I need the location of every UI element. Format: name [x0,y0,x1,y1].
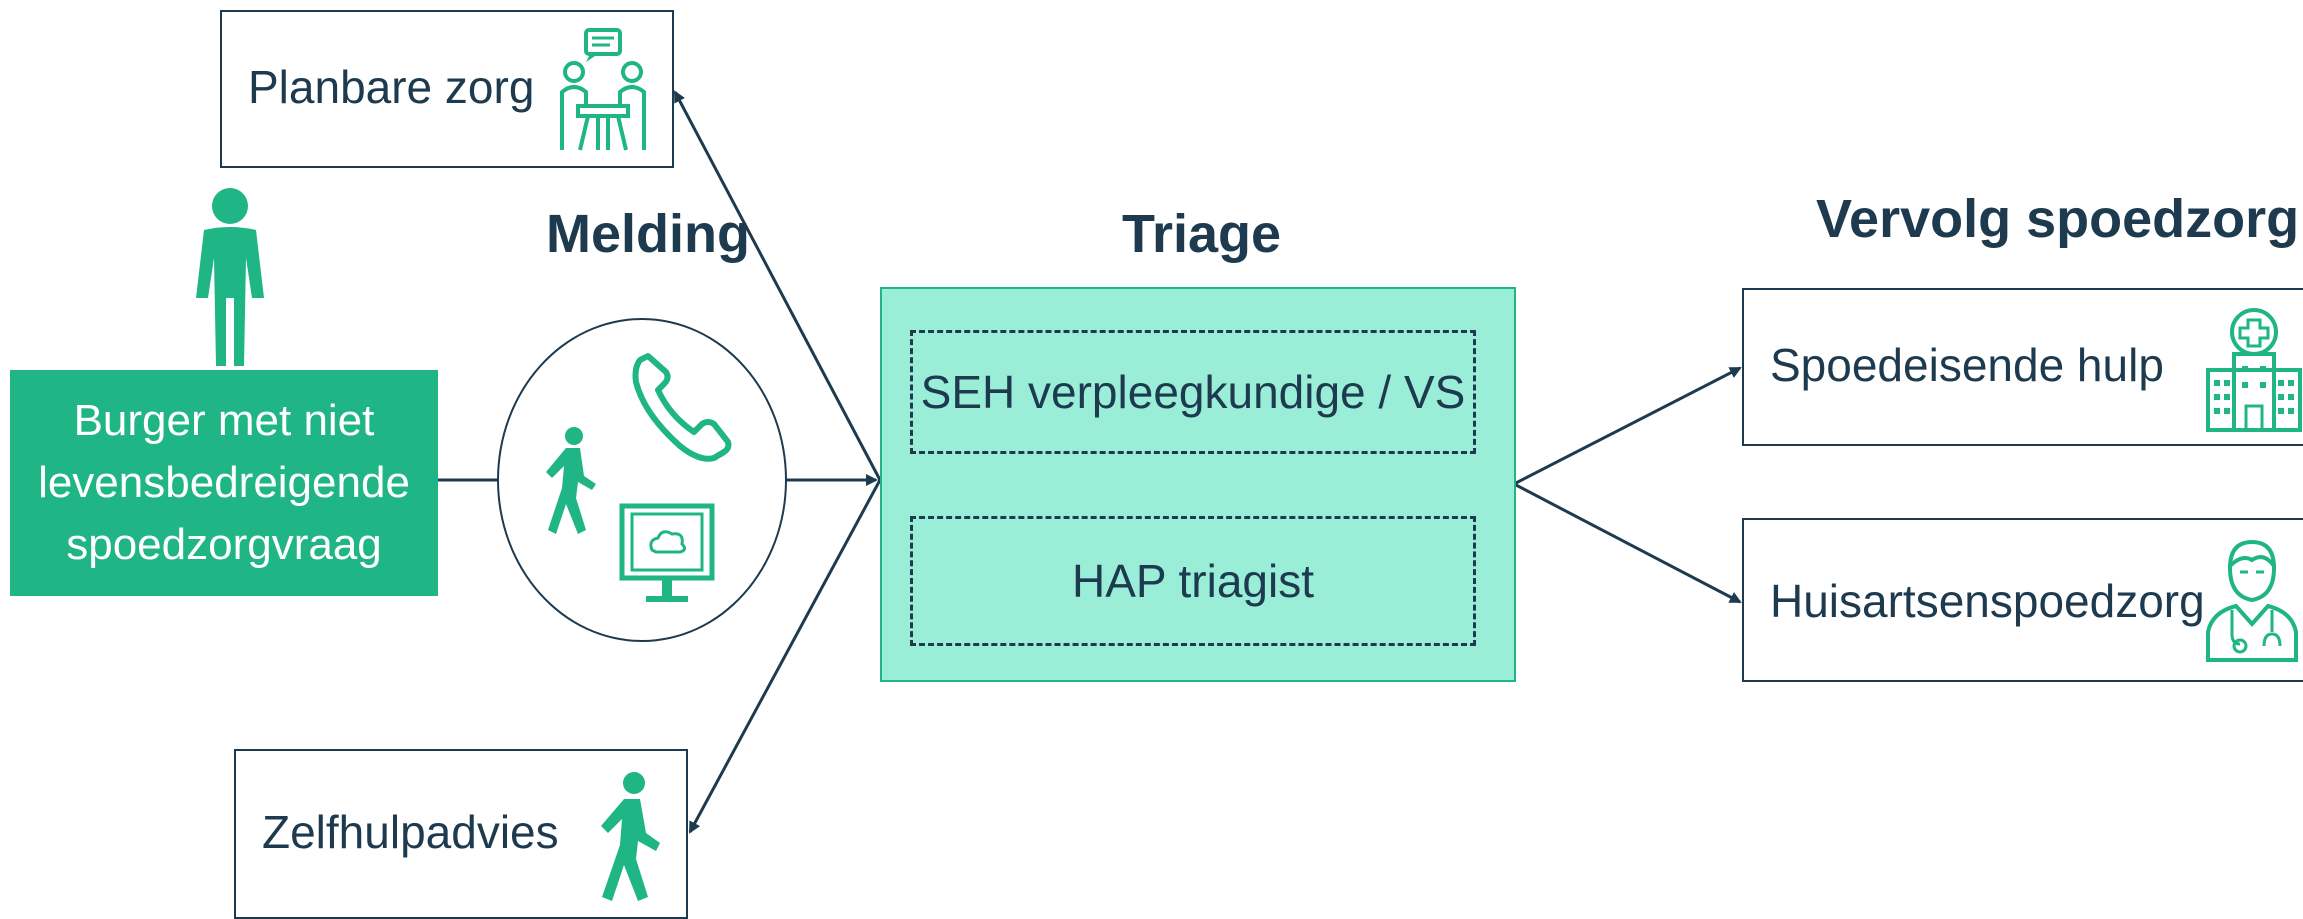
citizen-line-3: spoedzorgvraag [66,520,382,569]
triage-to-seh-arrow [1513,366,1742,486]
outcome-zelfhulp-label: Zelfhulpadvies [262,806,559,858]
outcome-zelfhulpadvies: Zelfhulpadvies [234,749,688,919]
triage-to-huisarts-arrow [1513,482,1742,604]
citizen-line-1: Burger met niet [73,396,375,445]
heading-triage: Triage [1122,204,1282,264]
outcome-planbare-zorg: Planbare zorg [220,10,674,168]
walking-person-icon [546,427,596,534]
walking-person-icon [601,772,660,901]
outcome-seh-label: Spoedeisende hulp [1770,339,2164,391]
melding-circle [497,318,787,642]
hospital-icon [2206,308,2302,432]
outcome-huisarts-label: Huisartsenspoedzorg [1770,575,2205,627]
citizen-line-2: levensbedreigende [38,458,410,507]
outcome-huisartsenspoedzorg: Huisartsenspoedzorg [1742,518,2303,682]
computer-cloud-icon [619,503,715,602]
heading-vervolg: Vervolg spoedzorg [1816,189,2300,249]
triage-role-hap: HAP triagist [910,516,1476,646]
consultation-icon [560,28,646,151]
outcome-planbare-label: Planbare zorg [248,61,535,113]
triage-to-zelfhulp-arrow [688,479,882,834]
phone-icon [632,353,732,462]
triage-box [880,287,1516,682]
person-icon [196,188,264,366]
outcome-spoedeisende-hulp: Spoedeisende hulp [1742,288,2303,446]
triage-to-planbare-arrow [673,90,882,481]
doctor-icon [2206,539,2298,662]
citizen-box: Burger met niet levensbedreigende spoedz… [10,370,438,596]
heading-melding: Melding [546,204,750,264]
triage-role-seh: SEH verpleegkundige / VS [910,330,1476,454]
